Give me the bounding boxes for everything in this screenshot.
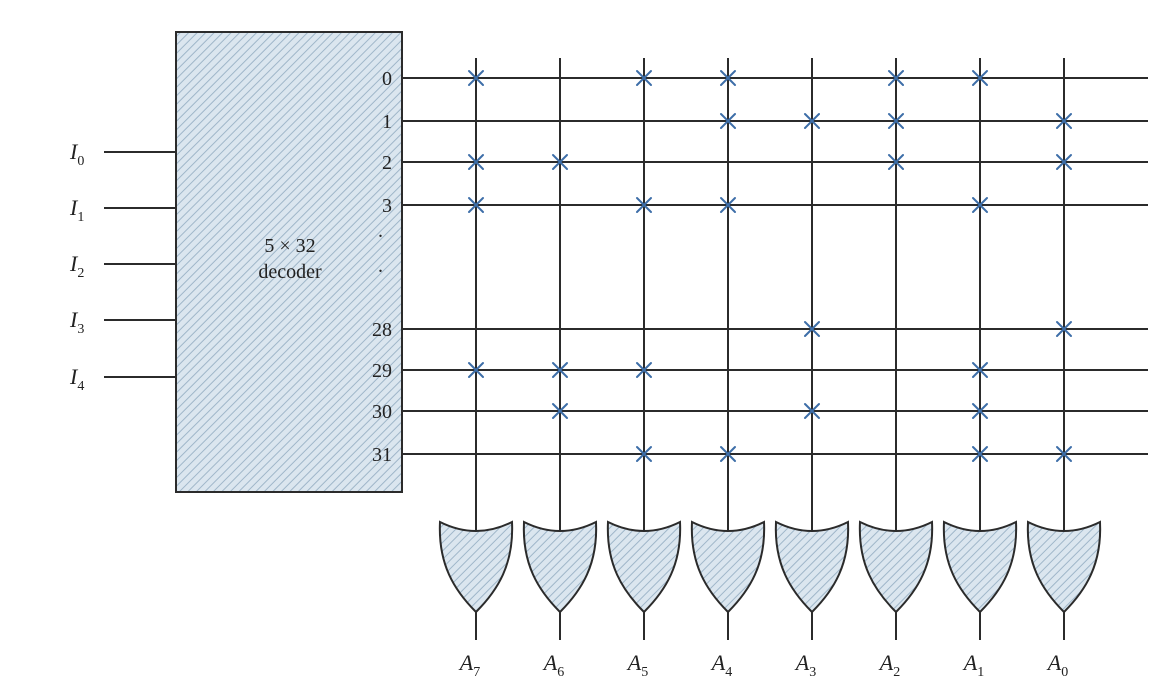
row-label: 31 [372,444,392,466]
or-gate [690,520,766,614]
fuse-x-mark [972,70,988,86]
fuse-x-mark [552,362,568,378]
row-label: 2 [382,152,392,174]
ellipsis-dot: . [378,220,383,242]
fuse-x-mark [804,321,820,337]
or-gate [606,520,682,614]
decoder-box [175,31,403,493]
row-label: 30 [372,401,392,423]
fuse-x-mark [636,446,652,462]
fuse-x-mark [636,70,652,86]
output-label: A4 [710,650,732,680]
input-label: I4 [69,364,84,394]
fuse-x-mark [720,446,736,462]
fuse-x-mark [636,362,652,378]
row-label: 3 [382,195,392,217]
fuse-x-mark [1056,154,1072,170]
fuse-x-mark [888,154,904,170]
fuse-x-mark [636,197,652,213]
fuse-x-mark [1056,321,1072,337]
or-gate [858,520,934,614]
or-gate [1026,520,1102,614]
or-gate [774,520,850,614]
fuse-x-mark [468,362,484,378]
fuse-x-mark [888,113,904,129]
fuse-x-mark [972,403,988,419]
row-label: 1 [382,111,392,133]
output-label: A2 [878,650,900,680]
or-gates: A7 A6 A5 A4 A3 A2 A1 A0 [438,520,1102,680]
decoder-label-bottom: decoder [258,261,322,283]
fuse-x-mark [972,446,988,462]
fuse-x-mark [972,362,988,378]
fuse-x-mark [1056,113,1072,129]
fuse-x-mark [804,113,820,129]
output-label: A3 [794,650,816,680]
output-label: A6 [542,650,564,680]
input-label: I1 [69,195,84,225]
fuse-x-mark [552,403,568,419]
row-label: 28 [372,319,392,341]
or-gate [942,520,1018,614]
fuse-x-mark [468,70,484,86]
fuse-x-mark [888,70,904,86]
minterm-rows: 0 1 2 3 28 29 30 31 [372,68,1148,466]
output-label: A1 [962,650,984,680]
fuse-marks [468,70,1072,462]
fuse-x-mark [468,197,484,213]
fuse-x-mark [720,197,736,213]
output-label: A5 [626,650,648,680]
fuse-x-mark [552,154,568,170]
ellipsis-dot: . [378,255,383,277]
output-columns [475,58,1065,530]
fuse-x-mark [1056,446,1072,462]
fuse-x-mark [804,403,820,419]
input-label: I2 [69,251,84,281]
decoder-label-top: 5 × 32 [264,235,315,257]
row-label: 0 [382,68,392,90]
output-label: A7 [458,650,480,680]
fuse-x-mark [720,70,736,86]
input-label: I3 [69,307,84,337]
or-gate [522,520,598,614]
input-label: I0 [69,139,84,169]
fuse-x-mark [468,154,484,170]
fuse-x-mark [720,113,736,129]
row-label: 29 [372,360,392,382]
or-gate [438,520,514,614]
fuse-x-mark [972,197,988,213]
output-label: A0 [1046,650,1068,680]
